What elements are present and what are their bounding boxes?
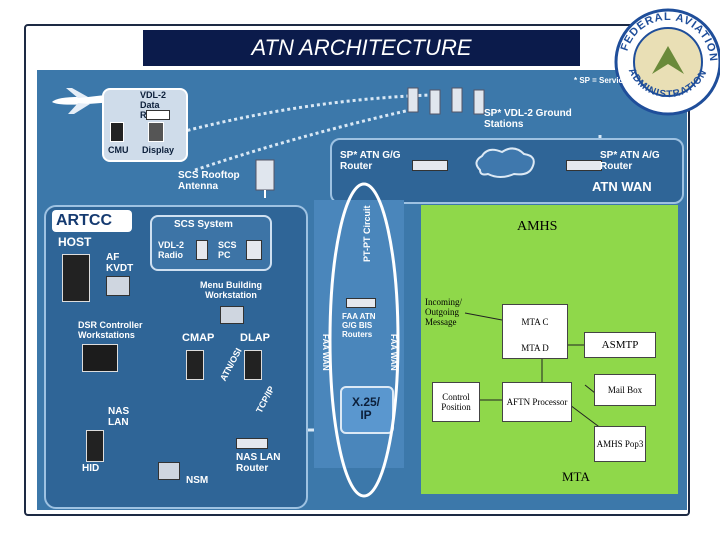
mail-box: Mail Box [594, 374, 656, 406]
vdl2-radio-label: VDL-2 Radio [158, 240, 185, 260]
slide-title: ATN ARCHITECTURE [143, 30, 580, 66]
af-kvdt-label: AF KVDT [106, 252, 134, 274]
host-label: HOST [58, 235, 92, 249]
wan-cloud-icon [475, 147, 535, 178]
highlight-ellipse [328, 182, 400, 498]
airplane-icon [52, 88, 116, 114]
hid-label: HID [82, 463, 100, 474]
nsm-workstation-icon [158, 462, 180, 480]
ag-router-icon [566, 160, 602, 171]
x25-ip-label: X.25/ IP [351, 395, 381, 422]
display-label: Display [142, 145, 175, 155]
faa-atn-routers-label: FAA ATN G/G BIS Routers [342, 312, 376, 339]
hid-server-icon [86, 430, 104, 462]
scs-radio-icon [196, 240, 208, 260]
aftn-processor-box: AFTN Processor [502, 382, 572, 422]
amhs-pop3-box: AMHS Pop3 [594, 426, 646, 462]
sp-atn-ag-router-label: SP* ATN A/G Router [600, 150, 660, 172]
cmu-unit-icon [110, 122, 124, 142]
sp-vdl2-ground-label: SP* VDL-2 Ground Stations [484, 108, 572, 130]
slide-frame [24, 24, 690, 516]
asmtp-box: ASMTP [584, 332, 656, 358]
display-unit-icon [148, 122, 164, 142]
scs-pc-icon [246, 240, 262, 260]
faa-seal: FEDERAL AVIATION ADMINISTRATION [614, 8, 720, 116]
dlap-server-icon [244, 350, 262, 380]
dsr-controller-label: DSR Controller Workstations [78, 320, 143, 340]
cmap-label: CMAP [182, 332, 215, 344]
mta-d-box: MTA D [502, 338, 568, 359]
sp-service-note: * SP = Service [574, 76, 628, 85]
incoming-message-label: Incoming/ Outgoing Message [425, 297, 462, 327]
mta-label: MTA [562, 469, 590, 484]
menu-workstation-icon [220, 306, 244, 324]
faa-atn-router-icon [346, 298, 376, 308]
cmu-label: CMU [108, 145, 129, 155]
radio-unit-icon [146, 110, 170, 120]
menu-building-label: Menu Building Workstation [200, 280, 262, 300]
host-server-icon [62, 254, 90, 302]
artcc-tab [52, 210, 132, 232]
ground-antennas-icon [407, 87, 485, 115]
atn-wan-label: ATN WAN [592, 179, 652, 194]
nsm-label: NSM [186, 475, 209, 486]
rooftop-antenna-icon [255, 159, 275, 198]
scs-rooftop-antenna-label: SCS Rooftop Antenna [178, 170, 240, 192]
nas-lan-router-label: NAS LAN Router [236, 452, 281, 474]
dlap-label: DLAP [240, 332, 270, 344]
scs-system-label: SCS System [174, 219, 233, 230]
amhs-title: AMHS [517, 219, 558, 234]
kvdt-terminal-icon [106, 276, 130, 296]
nas-lan-label: NAS LAN [108, 406, 130, 428]
scs-pc-label: SCS PC [218, 240, 237, 260]
gg-router-icon [412, 160, 448, 171]
cmap-server-icon [186, 350, 204, 380]
mta-c-box: MTA C [502, 304, 568, 340]
nas-lan-router-icon [236, 438, 268, 449]
x25-ip-box [340, 386, 394, 434]
dsr-workstation-icon [82, 344, 118, 372]
control-position-box: Control Position [432, 382, 480, 422]
artcc-label: ARTCC [56, 212, 112, 229]
sp-atn-gg-router-label: SP* ATN G/G Router [340, 150, 401, 172]
